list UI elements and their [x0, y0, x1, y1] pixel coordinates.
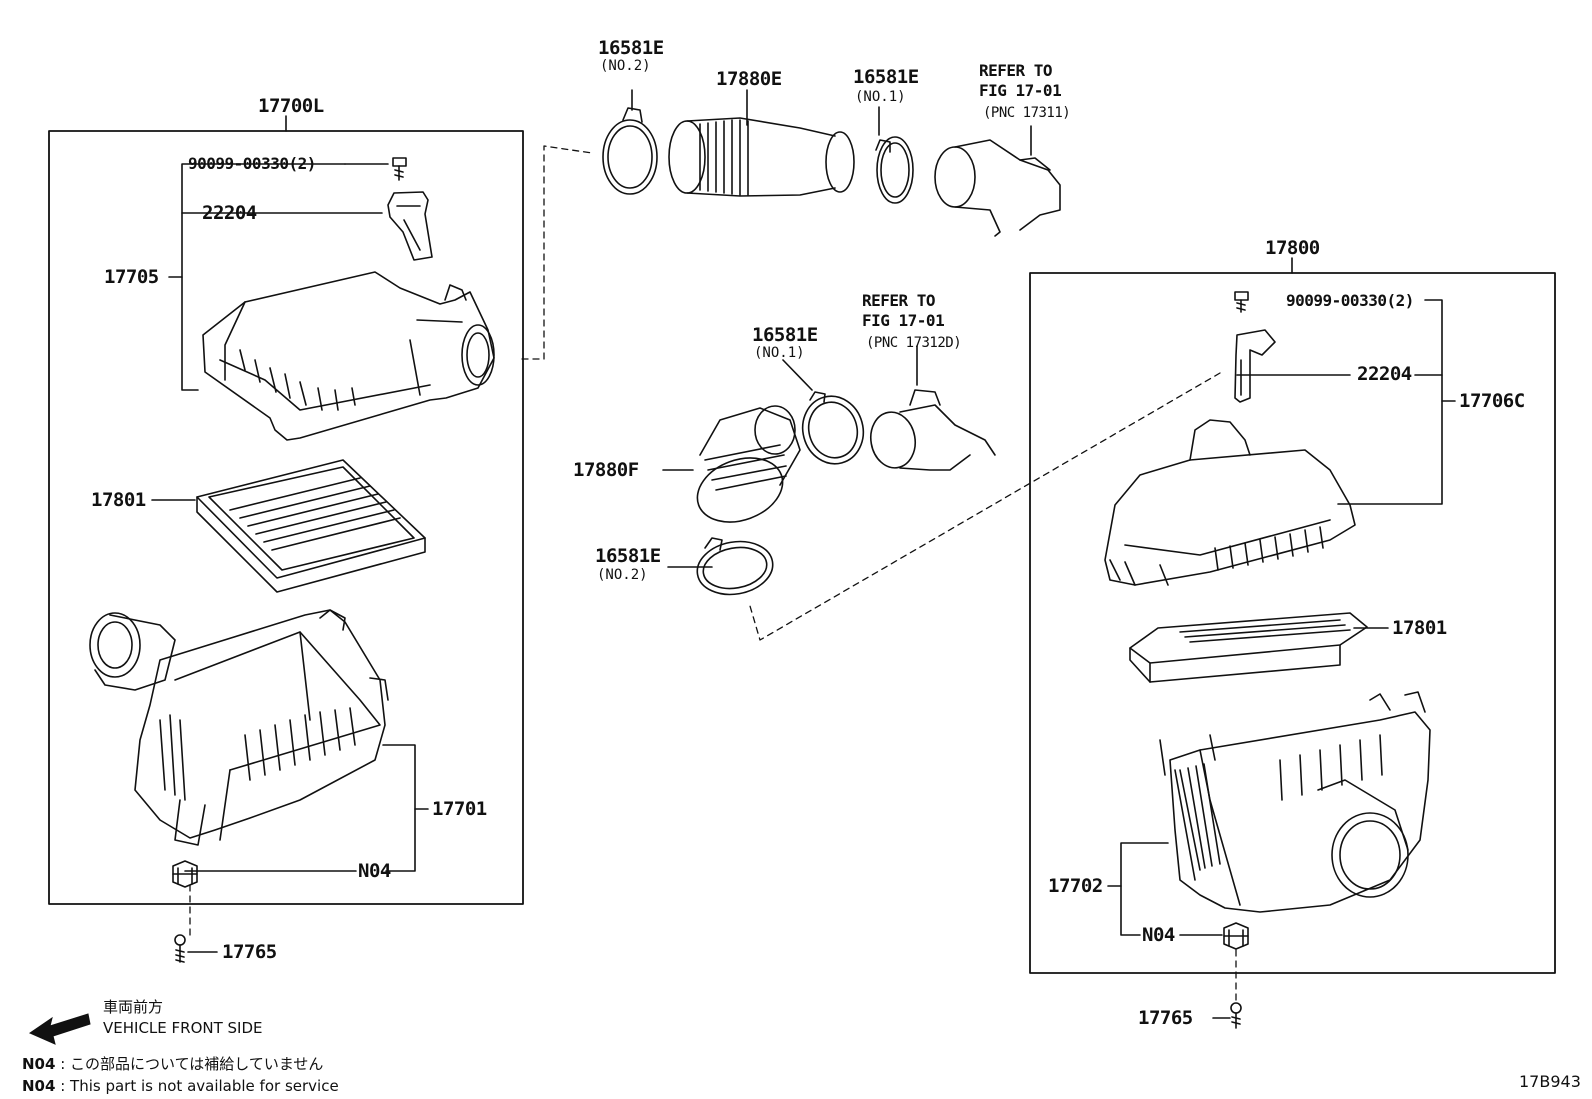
label-sensor-right: 22204 [1357, 363, 1412, 385]
label-cap-right: 17706C [1459, 390, 1525, 412]
screw-left [392, 157, 407, 181]
label-stud-left: 17765 [222, 941, 277, 963]
label-clamp-top-right-sub: (NO.1) [855, 89, 906, 105]
ref-top-line1: REFER TO [979, 61, 1053, 80]
assembly-frame-left [48, 130, 524, 905]
label-screw-right: 90099-00330(2) [1286, 291, 1414, 310]
label-screw-left: 90099-00330(2) [188, 154, 316, 173]
stud-left [174, 934, 186, 963]
clamp-low [696, 537, 774, 596]
note-line-jp: N04 : この部品については補給していません [22, 1055, 323, 1073]
note-text-en: : This part is not available for service [60, 1077, 339, 1095]
legend-front-jp: 車両前方 [103, 998, 164, 1016]
ref-top-line3: (PNC 17311) [983, 105, 1071, 121]
note-code-jp: N04 [22, 1055, 56, 1073]
label-sensor-left: 22204 [202, 202, 257, 224]
duct-ref-top [934, 139, 1061, 237]
screw-right [1234, 291, 1249, 313]
bracket-17706C [1337, 299, 1443, 505]
cap-right [1104, 419, 1356, 586]
label-clamp-low: 16581E [595, 545, 661, 567]
note-line-en: N04 : This part is not available for ser… [22, 1077, 339, 1095]
figure-id: 17B943 [1519, 1072, 1581, 1091]
label-filter-right: 17801 [1392, 617, 1447, 639]
label-clamp-top-left: 16581E [598, 37, 664, 59]
duct-ref-mid [869, 389, 996, 471]
ref-top-line2: FIG 17-01 [979, 81, 1062, 100]
label-clamp-top-right: 16581E [853, 66, 919, 88]
label-clamp-mid: 16581E [752, 324, 818, 346]
label-case-left: 17701 [432, 798, 487, 820]
dash-right-to-clamp [749, 372, 1221, 641]
label-grommet-left: N04 [358, 860, 391, 882]
stud-right [1230, 1002, 1242, 1029]
sensor-left [387, 191, 433, 261]
legend-front-en: VEHICLE FRONT SIDE [103, 1019, 263, 1037]
label-clamp-top-left-sub: (NO.2) [600, 58, 651, 74]
case-left [89, 609, 389, 846]
ref-mid-line2: FIG 17-01 [862, 311, 945, 330]
clamp-mid [801, 391, 865, 465]
label-case-right: 17702 [1048, 875, 1103, 897]
dash-left-to-clamp [521, 145, 593, 360]
grommet-right [1223, 922, 1249, 950]
label-17700L: 17700L [258, 95, 324, 117]
label-filter-left: 17801 [91, 489, 146, 511]
filter-right [1129, 612, 1368, 683]
bracket-17702 [1120, 842, 1169, 936]
hose-mid [696, 405, 801, 523]
sensor-right [1234, 329, 1276, 403]
hose-top [668, 117, 855, 197]
label-stud-right: 17765 [1138, 1007, 1193, 1029]
ref-mid-line1: REFER TO [862, 291, 936, 310]
cap-left [202, 271, 495, 441]
label-hose-top: 17880E [716, 68, 782, 90]
label-17800: 17800 [1265, 237, 1320, 259]
bracket-17705 [181, 163, 346, 391]
label-clamp-mid-sub: (NO.1) [754, 345, 805, 361]
front-arrow-icon [28, 1013, 91, 1045]
label-clamp-low-sub: (NO.2) [597, 567, 648, 583]
filter-left [196, 459, 426, 593]
bracket-17701 [382, 744, 416, 872]
label-grommet-right: N04 [1142, 924, 1175, 946]
label-cap-left: 17705 [104, 266, 159, 288]
label-hose-mid: 17880F [573, 459, 639, 481]
note-code-en: N04 [22, 1077, 56, 1095]
note-text-jp: : この部品については補給していません [60, 1055, 324, 1073]
clamp-top-left [602, 107, 658, 195]
ref-mid-line3: (PNC 17312D) [866, 335, 962, 351]
case-right [1159, 691, 1431, 913]
grommet-left [172, 860, 198, 888]
clamp-top-right [875, 136, 914, 204]
